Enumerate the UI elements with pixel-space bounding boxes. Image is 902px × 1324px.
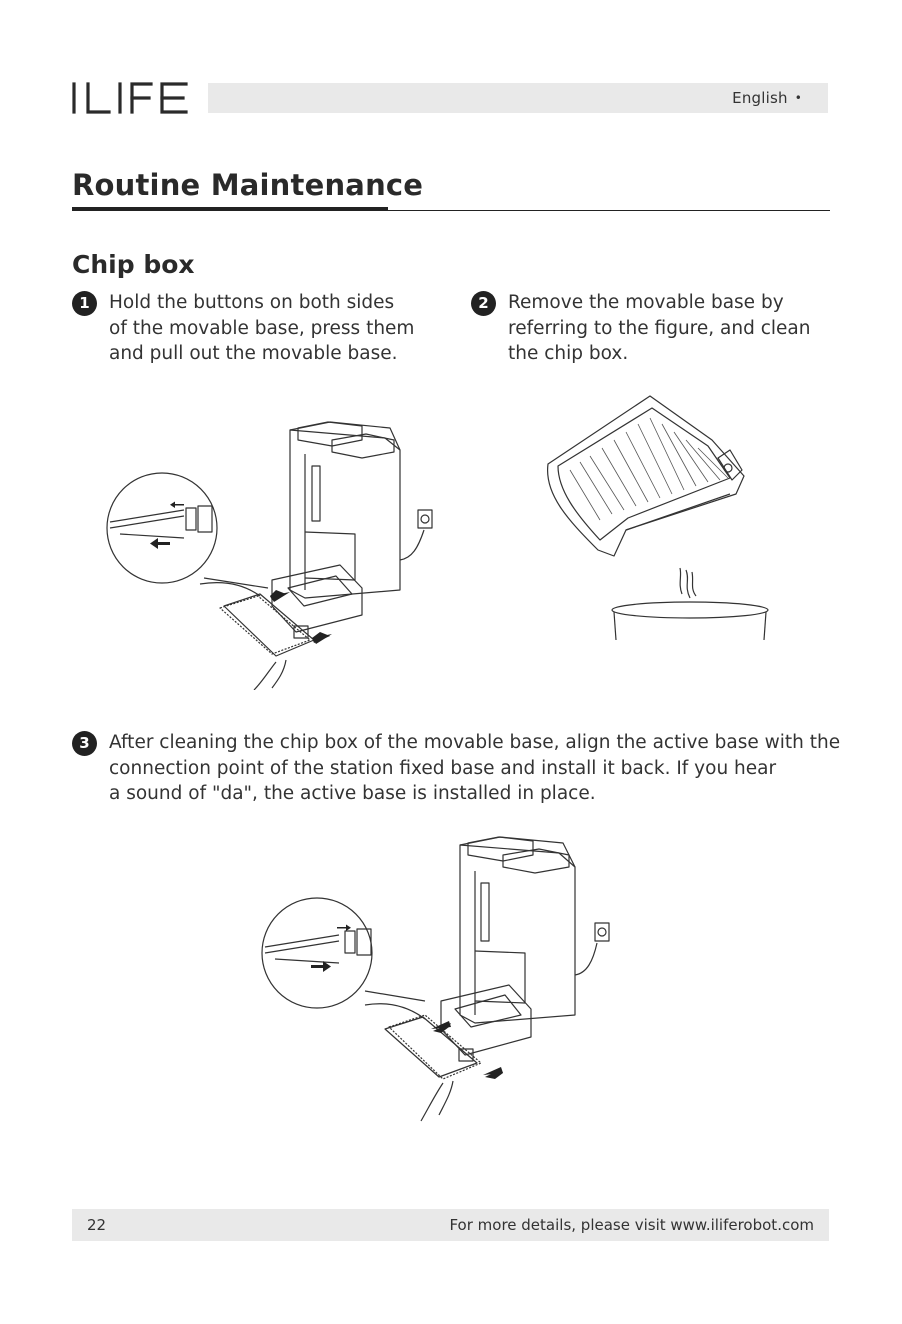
step-3-text: After cleaning the chip box of the movab… [109, 730, 849, 807]
subsection-title: Chip box [72, 250, 195, 279]
step-2-line: referring to the figure, and clean [508, 317, 811, 339]
section-rule-accent [72, 207, 388, 211]
step-1-line: of the movable base, press them [109, 317, 415, 339]
language-text: English [732, 89, 788, 107]
step-1-badge: 1 [72, 291, 97, 316]
language-label: English • [732, 89, 802, 107]
header-bar [208, 83, 828, 113]
section-title: Routine Maintenance [72, 168, 424, 202]
step-2-text: Remove the movable base by referring to … [508, 290, 818, 367]
step-3-line: a sound of "da", the active base is inst… [109, 783, 596, 804]
step-3-line: connection point of the station fixed ba… [109, 757, 777, 779]
step-1-text: Hold the buttons on both sides of the mo… [109, 290, 429, 367]
step-3-badge: 3 [72, 731, 97, 756]
step-3-line: After cleaning the chip box of the movab… [109, 732, 841, 753]
step-2-line: the chip box. [508, 343, 629, 364]
detail-magnifier [106, 472, 218, 584]
ilife-logo [72, 82, 188, 114]
step-2-line: Remove the movable base by [508, 292, 784, 313]
empty-chip-box-illustration [546, 395, 769, 641]
install-illustration [261, 836, 610, 1122]
footer-website-note: For more details, please visit www.ilife… [449, 1216, 814, 1234]
section-rule [72, 210, 830, 211]
language-marker: • [794, 91, 802, 105]
detail-magnifier [261, 897, 373, 1009]
footer-bar [72, 1209, 829, 1241]
pull-out-illustration [106, 421, 433, 690]
step-2-badge: 2 [471, 291, 496, 316]
page-number: 22 [87, 1216, 107, 1234]
step-1-line: Hold the buttons on both sides [109, 292, 395, 313]
step-1-line: and pull out the movable base. [109, 343, 398, 364]
